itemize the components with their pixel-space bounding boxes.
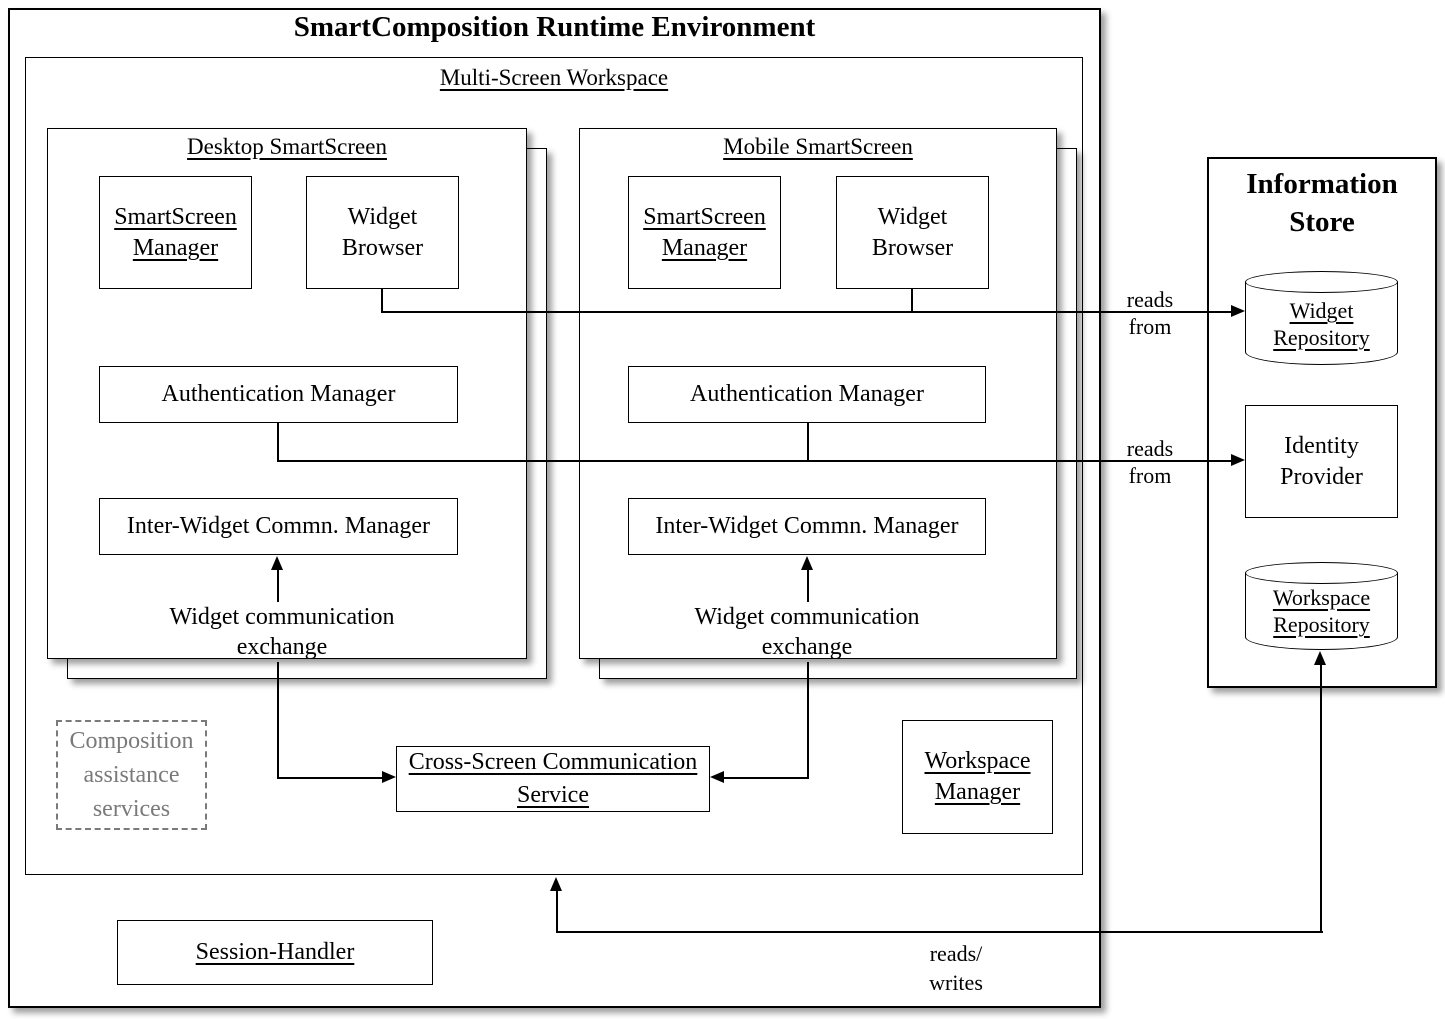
arrowhead-into-desktop-inter-widget bbox=[271, 556, 283, 570]
mobile-smartscreen-manager-label: SmartScreen Manager bbox=[643, 203, 766, 261]
connector-mobile-auth-drop bbox=[807, 422, 809, 462]
diagram-title: SmartComposition Runtime Environment bbox=[293, 11, 816, 43]
connector-desktop-exchange-upper bbox=[277, 569, 279, 602]
session-handler-box: Session-Handler bbox=[117, 920, 433, 985]
reads-writes-line1: reads/ bbox=[929, 941, 983, 966]
desktop-authentication-manager-box: Authentication Manager bbox=[99, 366, 458, 423]
mobile-inter-widget-comm-label: Inter-Widget Commn. Manager bbox=[655, 513, 959, 539]
mobile-widget-browser-label: Widget Browser bbox=[871, 203, 954, 261]
arrowhead-into-workspace-repository bbox=[1314, 651, 1326, 665]
connector-reads-writes-line bbox=[556, 931, 1323, 933]
desktop-authentication-manager-label: Authentication Manager bbox=[161, 381, 396, 407]
arrowhead-into-identity-provider bbox=[1231, 454, 1245, 466]
desktop-widget-browser-label: Widget Browser bbox=[341, 203, 424, 261]
desktop-screen-title: Desktop SmartScreen bbox=[187, 134, 387, 159]
widget-repository-label: Widget Repository bbox=[1273, 298, 1370, 350]
workspace-manager-label: Workspace Manager bbox=[924, 748, 1031, 805]
connector-mobile-to-cross-screen bbox=[724, 777, 808, 779]
desktop-smartscreen-manager-box: SmartScreen Manager bbox=[99, 176, 252, 289]
desktop-smartscreen-manager-label: SmartScreen Manager bbox=[114, 203, 237, 261]
composition-assistance-label: Composition assistance services bbox=[69, 728, 194, 822]
mobile-screen-title: Mobile SmartScreen bbox=[723, 134, 913, 159]
connector-reads-writes-left-riser bbox=[556, 890, 558, 933]
arrowhead-into-cross-screen-right bbox=[710, 771, 724, 783]
mobile-authentication-manager-box: Authentication Manager bbox=[628, 366, 986, 423]
desktop-inter-widget-comm-box: Inter-Widget Commn. Manager bbox=[99, 498, 458, 555]
identity-provider-box: Identity Provider bbox=[1245, 405, 1398, 518]
reads-from-widgets-label: reads from bbox=[1110, 286, 1190, 340]
session-handler-label: Session-Handler bbox=[195, 939, 355, 965]
workspace-title: Multi-Screen Workspace bbox=[439, 65, 669, 90]
mobile-widget-browser-box: Widget Browser bbox=[836, 176, 989, 289]
arrowhead-into-cross-screen-left bbox=[382, 771, 396, 783]
workspace-repository-cylinder: Workspace Repository bbox=[1245, 562, 1398, 650]
connector-widget-repository-line bbox=[381, 311, 1233, 313]
identity-provider-label: Identity Provider bbox=[1280, 432, 1363, 490]
desktop-inter-widget-comm-label: Inter-Widget Commn. Manager bbox=[126, 513, 431, 539]
reads-from-widgets-line1: reads bbox=[1126, 287, 1174, 312]
reads-from-identity-line2: from bbox=[1128, 463, 1172, 488]
connector-reads-writes-right-riser bbox=[1320, 664, 1322, 933]
mobile-exchange-label: Widget communication exchange bbox=[694, 604, 920, 660]
widget-repository-cylinder-body bbox=[1245, 282, 1398, 365]
connector-mobile-exchange-lower bbox=[807, 662, 809, 779]
arrowhead-into-mobile-inter-widget bbox=[801, 556, 813, 570]
workspace-repository-label: Workspace Repository bbox=[1272, 585, 1371, 637]
connector-desktop-auth-drop bbox=[277, 422, 279, 462]
workspace-manager-box: Workspace Manager bbox=[902, 720, 1053, 834]
cross-screen-service-box: Cross-Screen Communication Service bbox=[396, 746, 710, 812]
workspace-repository-cylinder-body bbox=[1245, 573, 1398, 650]
desktop-exchange-label: Widget communication exchange bbox=[169, 604, 395, 660]
composition-assistance-box: Composition assistance services bbox=[56, 720, 207, 830]
mobile-inter-widget-comm-box: Inter-Widget Commn. Manager bbox=[628, 498, 986, 555]
connector-mobile-exchange-upper bbox=[807, 569, 809, 602]
reads-writes-line2: writes bbox=[929, 970, 983, 995]
connector-desktop-widget-browser-drop bbox=[381, 289, 383, 313]
widget-repository-cylinder-top bbox=[1245, 271, 1398, 293]
connector-identity-provider-line bbox=[277, 460, 1233, 462]
connector-mobile-widget-browser-drop bbox=[911, 289, 913, 313]
reads-from-identity-line1: reads bbox=[1126, 436, 1174, 461]
arrowhead-into-widget-repository bbox=[1231, 305, 1245, 317]
cross-screen-service-label: Cross-Screen Communication Service bbox=[408, 749, 698, 808]
mobile-smartscreen-manager-box: SmartScreen Manager bbox=[628, 176, 781, 289]
connector-desktop-exchange-lower bbox=[277, 662, 279, 779]
information-store-title: Information Store bbox=[1246, 168, 1398, 238]
mobile-authentication-manager-label: Authentication Manager bbox=[690, 381, 924, 407]
desktop-widget-browser-box: Widget Browser bbox=[306, 176, 459, 289]
connector-desktop-to-cross-screen bbox=[277, 777, 383, 779]
reads-writes-label: reads/ writes bbox=[915, 939, 997, 997]
reads-from-widgets-line2: from bbox=[1128, 314, 1172, 339]
reads-from-identity-label: reads from bbox=[1110, 435, 1190, 489]
workspace-repository-cylinder-top bbox=[1245, 562, 1398, 584]
widget-repository-cylinder: Widget Repository bbox=[1245, 271, 1398, 365]
arrowhead-into-workspace-bottom bbox=[550, 877, 562, 891]
